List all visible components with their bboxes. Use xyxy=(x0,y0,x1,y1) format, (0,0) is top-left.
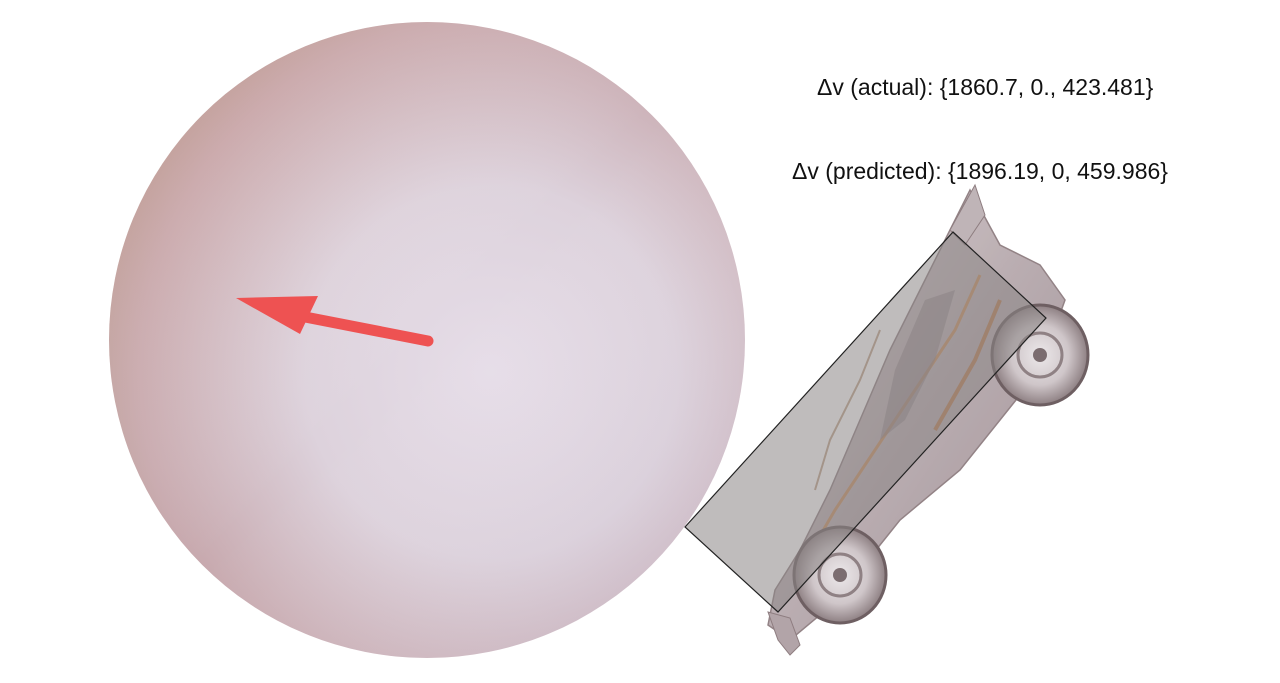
velocity-arrow xyxy=(236,296,434,347)
car-hitbox xyxy=(684,231,1047,613)
predicted-delta-v-label: Δv (predicted): {1896.19, 0, 459.986} xyxy=(792,158,1168,184)
actual-delta-v-label: Δv (actual): {1860.7, 0., 423.481} xyxy=(817,74,1154,100)
